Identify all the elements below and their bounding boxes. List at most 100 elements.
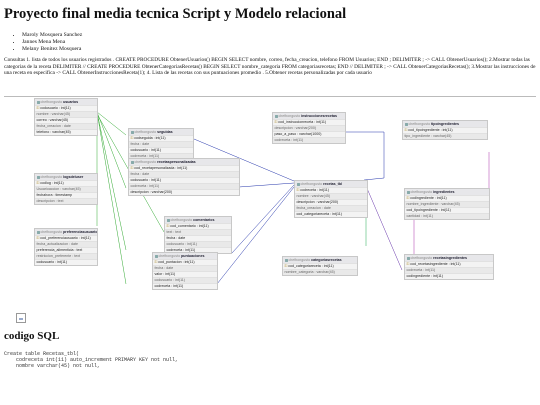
table-row: fecha : date <box>165 235 231 241</box>
table-row: codreceta : int(11) <box>273 137 345 143</box>
table-row: preferencia_alimenticia : text <box>35 247 97 253</box>
table-preferenciasusuarios[interactable]: chefbongusto preferenciasusuarios ⚿ cod_… <box>34 228 98 266</box>
table-header: chefbongusto ingredientes <box>405 189 489 195</box>
db-name: chefbongusto <box>278 114 301 118</box>
table-row: tipo_ingrediente : varchar(45) <box>403 133 487 139</box>
table-name: comentarios <box>193 218 215 222</box>
table-usuarios[interactable]: chefbongusto usuarios ⚿ codusuario : int… <box>34 98 98 136</box>
key-icon: ⚿ <box>36 106 41 110</box>
table-puntuaciones[interactable]: chefbongusto puntuaciones ⚿ cod_puntacio… <box>152 252 218 290</box>
table-row: ⚿ cod_preferenciausuario : int(11) <box>35 235 97 241</box>
table-row: ⚿ codlog : int(11) <box>35 180 97 186</box>
table-row: cantidad : int(11) <box>405 213 489 219</box>
table-categoriasrecetas[interactable]: chefbongusto categoriasrecetas ⚿ cod_cat… <box>282 256 358 276</box>
table-row: codusuario : int(11) <box>165 241 231 247</box>
table-logsdeluser[interactable]: chefbongusto logsdeluser ⚿ codlog : int(… <box>34 173 98 205</box>
table-row: ⚿ cod_recetapersonalizada : int(11) <box>129 165 239 171</box>
table-icon <box>406 190 410 194</box>
table-name: tipoingredientes <box>431 122 460 126</box>
table-recetasingredientes[interactable]: chefbongusto recetasingredientes ⚿ cod_r… <box>404 254 494 280</box>
table-name: ingredientes <box>433 190 455 194</box>
table-row: nombre : varchar(45) <box>35 111 97 117</box>
table-header: chefbongusto logsdeluser <box>35 174 97 180</box>
key-icon: ⚿ <box>166 224 171 228</box>
table-header: chefbongusto recetasingredientes <box>405 255 493 261</box>
table-header: chefbongusto puntuaciones <box>153 253 217 259</box>
relation-line <box>96 111 127 189</box>
table-ingredientes[interactable]: chefbongusto ingredientes ⚿ codingredien… <box>404 188 490 220</box>
table-header: chefbongusto recetaspersonalizadas <box>129 159 239 165</box>
table-row: codingrediente : int(11) <box>405 273 493 279</box>
db-name: chefbongusto <box>134 130 157 134</box>
db-name: chefbongusto <box>300 182 323 186</box>
table-icon <box>130 130 134 134</box>
table-row: ⚿ cod_recetasingrediente : int(11) <box>405 261 493 267</box>
table-row: codreceta : int(11) <box>405 267 493 273</box>
relation-line <box>96 111 127 285</box>
db-name: chefbongusto <box>170 218 193 222</box>
relation-line <box>193 138 295 182</box>
key-icon: ⚿ <box>274 120 279 124</box>
key-icon: ⚿ <box>406 196 411 200</box>
key-icon: ⚿ <box>404 128 409 132</box>
table-row: restriccion_preferente : text <box>35 253 97 259</box>
table-row: fecha : date <box>129 141 193 147</box>
table-row: ⚿ codreceta : int(11) <box>295 187 367 193</box>
table-icon <box>154 254 158 258</box>
table-header: chefbongusto recetas_tbl <box>295 181 367 187</box>
table-header: chefbongusto instruccionesrecetas <box>273 113 345 119</box>
table-row: valor : int(11) <box>153 271 217 277</box>
table-name: logsdeluser <box>63 175 84 179</box>
key-icon: ⚿ <box>36 181 41 185</box>
table-comentarios[interactable]: chefbongusto comentarios ⚿ cod_comentari… <box>164 216 232 254</box>
page-title: Proyecto final media tecnica Script y Mo… <box>4 6 347 22</box>
table-icon <box>404 122 408 126</box>
table-row: descripcion : text <box>35 198 97 204</box>
table-icon <box>36 175 40 179</box>
db-name: chefbongusto <box>288 258 311 262</box>
table-name: recetaspersonalizadas <box>157 160 196 164</box>
relation-line <box>231 184 295 254</box>
table-row: telefono : varchar(45) <box>35 129 97 135</box>
table-row: ⚿ cod_categoriareceta : int(11) <box>283 263 357 269</box>
db-name: chefbongusto <box>40 175 63 179</box>
table-row: cod_categoriareceta : int(11) <box>295 211 367 217</box>
table-name: recetasingredientes <box>433 256 468 260</box>
table-icon <box>296 182 300 186</box>
table-row: nombre_ingrediente : varchar(45) <box>405 201 489 207</box>
key-icon: ⚿ <box>130 166 135 170</box>
table-recetaspersonalizadas[interactable]: chefbongusto recetaspersonalizadas ⚿ cod… <box>128 158 240 196</box>
sql-code-block: Create table Recetas_tbl( codreceta int(… <box>4 351 178 369</box>
db-name: chefbongusto <box>40 100 63 104</box>
table-row: codreceta : int(11) <box>129 183 239 189</box>
db-name: chefbongusto <box>410 190 433 194</box>
table-row: fechahora : timestamp <box>35 192 97 198</box>
table-icon <box>406 256 410 260</box>
table-header: chefbongusto preferenciasusuarios <box>35 229 97 235</box>
table-row: fecha_actualizacion : date <box>35 241 97 247</box>
table-row: codreceta : int(11) <box>153 283 217 289</box>
consultas-paragraph: Consultas 1. lista de todos los usuarios… <box>4 57 536 77</box>
table-tipoingredientes[interactable]: chefbongusto tipoingredientes ⚿ cod_tipo… <box>402 120 488 140</box>
table-instruccionesrecetas[interactable]: chefbongusto instruccionesrecetas ⚿ cod_… <box>272 112 346 144</box>
table-name: seguidas <box>157 130 173 134</box>
table-icon <box>284 258 288 262</box>
key-icon: ⚿ <box>154 260 159 264</box>
relation-line <box>96 111 127 251</box>
table-row: ⚿ cod_comentario : int(11) <box>165 223 231 229</box>
table-row: ⚿ cod_tipoingrediente : int(11) <box>403 127 487 133</box>
table-row: text : text <box>165 229 231 235</box>
table-row: nombre : varchar(45) <box>295 193 367 199</box>
relation-line <box>238 182 295 188</box>
db-name: chefbongusto <box>134 160 157 164</box>
table-row: fecha_creacion : date <box>295 205 367 211</box>
table-row: fecha : date <box>153 265 217 271</box>
table-seguidas[interactable]: chefbongusto seguidas ⚿ codseguida : int… <box>128 128 194 160</box>
table-icon <box>130 160 134 164</box>
table-row: codusuario : int(11) <box>129 147 193 153</box>
authors-list: Maroly Mosquera Sanchez Jannes Mena Mena… <box>14 32 82 54</box>
table-recetas-tbl[interactable]: chefbongusto recetas_tbl ⚿ codreceta : i… <box>294 180 368 218</box>
table-row: fecha : date <box>129 171 239 177</box>
key-icon: ⚿ <box>296 188 301 192</box>
table-name: preferenciasusuarios <box>63 230 97 234</box>
